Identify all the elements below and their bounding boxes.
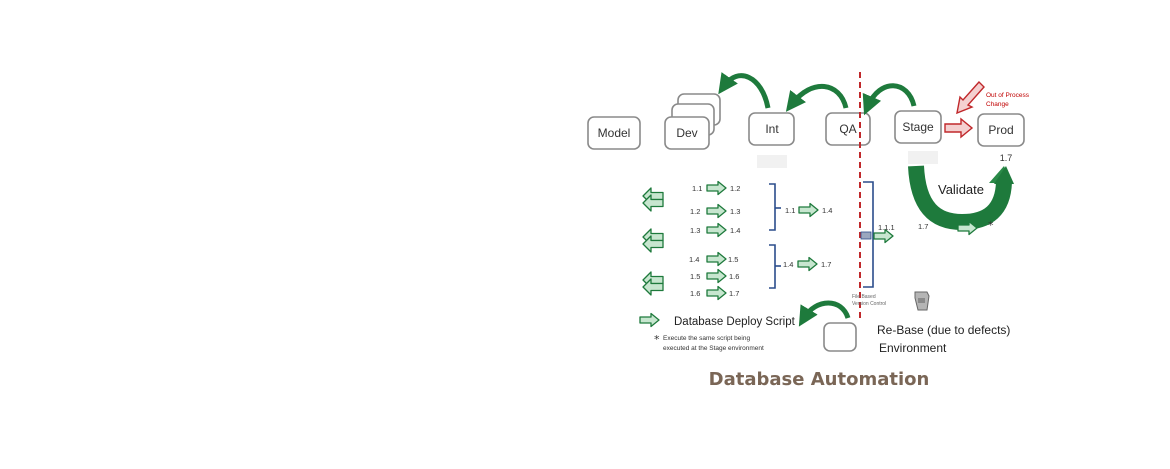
diagram-title: Database Automation xyxy=(709,369,930,390)
dev-version-to: 1.7 xyxy=(729,289,739,298)
out-of-process-arrow xyxy=(956,80,985,115)
qa-marker xyxy=(860,231,872,240)
int-version-from: 1.4 xyxy=(783,260,793,269)
promote-int-to-dev-arrow xyxy=(718,72,771,109)
int-version-to: 1.4 xyxy=(822,206,832,215)
int-version-row-2: 1.4 1.7 xyxy=(783,256,831,272)
env-int: Int xyxy=(748,112,795,146)
dev-version-row-4: 1.4 1.5 xyxy=(689,251,738,267)
stage-version: 1.7 xyxy=(918,222,928,231)
int-version-to: 1.7 xyxy=(821,260,831,269)
int-version-row-1: 1.1 1.4 xyxy=(785,202,832,218)
left-arrow-pair-2 xyxy=(642,228,664,253)
dev-version-row-6: 1.6 1.7 xyxy=(690,285,739,301)
note-line-2: executed at the Stage environment xyxy=(663,345,764,352)
promote-stage-to-qa-arrow xyxy=(862,83,917,116)
dev-version-row-2: 1.2 1.3 xyxy=(690,203,740,219)
stage-star-mark: * xyxy=(988,219,994,232)
file-based-label-2: Version Control xyxy=(852,301,886,307)
dev-version-to: 1.4 xyxy=(730,226,740,235)
stage-to-prod-arrow xyxy=(944,117,974,139)
promote-qa-to-int-arrow xyxy=(785,84,849,112)
dev-version-to: 1.5 xyxy=(728,255,738,264)
env-qa: QA xyxy=(825,112,871,146)
env-qa-label: QA xyxy=(839,122,856,136)
env-stage-label: Stage xyxy=(902,120,934,134)
legend-deploy-arrow-icon xyxy=(639,312,660,328)
dev-version-row-3: 1.3 1.4 xyxy=(690,222,740,238)
env-dev: Dev xyxy=(664,116,710,150)
rebase-arrow xyxy=(798,300,851,327)
env-dev-label: Dev xyxy=(676,126,697,140)
stage-placeholder xyxy=(908,151,938,164)
validate-label: Validate xyxy=(938,182,984,197)
out-of-process-label-2: Change xyxy=(986,101,1009,108)
env-model-label: Model xyxy=(598,126,631,140)
left-arrow-pair-1 xyxy=(642,187,664,212)
env-model: Model xyxy=(587,116,641,150)
note-line-1: Execute the same script being xyxy=(663,335,750,342)
dev-version-from: 1.5 xyxy=(690,272,700,281)
file-based-label-1: File Based xyxy=(852,294,876,300)
dev-version-from: 1.4 xyxy=(689,255,699,264)
env-prod: Prod xyxy=(977,113,1025,147)
dev-version-to: 1.6 xyxy=(729,272,739,281)
qa-version: 1.1.1 xyxy=(878,223,895,232)
dev-version-row-1: 1.1 1.2 xyxy=(692,180,740,196)
env-prod-label: Prod xyxy=(988,123,1013,137)
dev-version-from: 1.3 xyxy=(690,226,700,235)
dev-version-from: 1.6 xyxy=(690,289,700,298)
rebase-label-2: Environment xyxy=(879,341,947,355)
env-int-label: Int xyxy=(765,122,779,136)
rebase-environment-box xyxy=(823,322,857,352)
dev-version-row-5: 1.5 1.6 xyxy=(690,268,739,284)
dev-version-from: 1.2 xyxy=(690,207,700,216)
prod-version: 1.7 xyxy=(1000,153,1013,163)
int-version-from: 1.1 xyxy=(785,206,795,215)
validate-arrow-head xyxy=(994,166,1014,184)
bracket-qa-group xyxy=(863,181,874,288)
rebase-label-1: Re-Base (due to defects) xyxy=(877,323,1010,337)
note-star: * xyxy=(654,333,660,346)
out-of-process-label-1: Out of Process xyxy=(986,92,1030,99)
bracket-int-group-2 xyxy=(769,244,776,289)
legend-label: Database Deploy Script xyxy=(674,316,796,328)
dev-version-from: 1.1 xyxy=(692,184,702,193)
version-control-icon xyxy=(914,291,930,311)
int-placeholder xyxy=(757,155,787,168)
dev-version-to: 1.3 xyxy=(730,207,740,216)
dev-version-to: 1.2 xyxy=(730,184,740,193)
env-stage: Stage xyxy=(894,110,942,144)
left-arrow-pair-3 xyxy=(642,271,664,296)
bracket-int-group-1 xyxy=(769,183,776,231)
validate-arrow-body xyxy=(908,165,1012,231)
